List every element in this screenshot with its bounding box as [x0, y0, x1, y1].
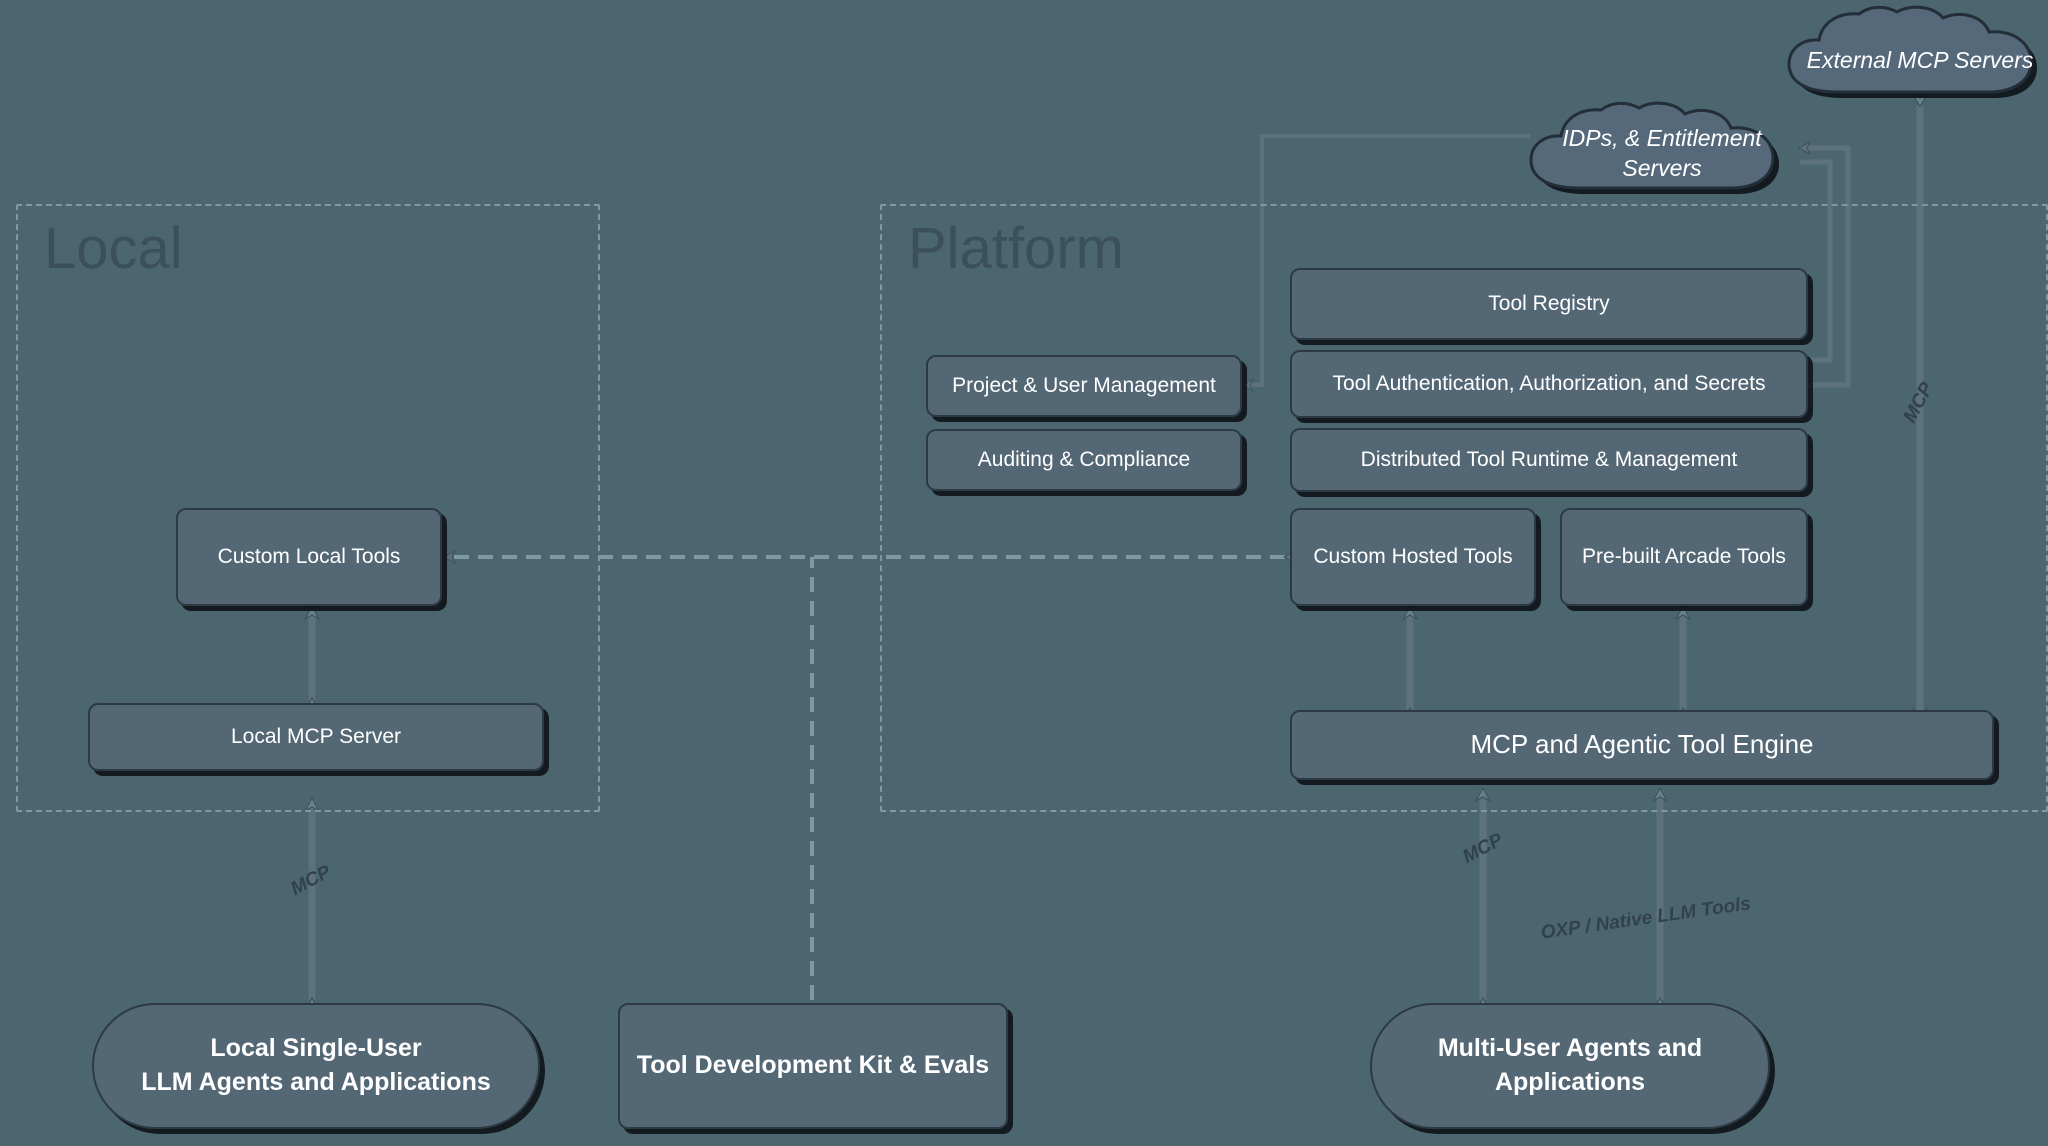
group-title-platform: Platform — [908, 216, 1124, 281]
node-tool-development-kit-evals[interactable]: Tool Development Kit & Evals — [618, 1003, 1008, 1129]
node-project-user-management[interactable]: Project & User Management — [926, 355, 1242, 417]
node-prebuilt-arcade-tools[interactable]: Pre-built Arcade Tools — [1560, 508, 1808, 606]
node-local-mcp-server[interactable]: Local MCP Server — [88, 703, 544, 771]
node-distributed-tool-runtime-management[interactable]: Distributed Tool Runtime & Management — [1290, 428, 1808, 492]
cloud-shape — [1529, 101, 1779, 194]
cloud-external-mcp-servers[interactable]: External MCP Servers — [1770, 4, 2048, 114]
edge-label-oxp-native-llm-tools: OXP / Native LLM Tools — [1539, 893, 1753, 944]
node-mcp-and-agentic-tool-engine[interactable]: MCP and Agentic Tool Engine — [1290, 710, 1994, 780]
group-title-local: Local — [44, 216, 183, 281]
group-frame-local — [16, 204, 600, 812]
cloud-idps-entitlement-servers[interactable]: IDPs, & Entitlement Servers — [1512, 100, 1812, 210]
node-multi-user-agents-line1: Multi-User Agents and — [1437, 1034, 1703, 1063]
node-tool-authentication-authorization-secrets[interactable]: Tool Authentication, Authorization, and … — [1290, 350, 1808, 418]
edge-label-local-mcp: MCP — [287, 861, 335, 900]
group-frame-platform — [880, 204, 2048, 812]
node-multi-user-agents-applications[interactable]: Multi-User Agents and Applications — [1370, 1003, 1770, 1129]
node-custom-local-tools[interactable]: Custom Local Tools — [176, 508, 442, 606]
node-tool-registry[interactable]: Tool Registry — [1290, 268, 1808, 340]
node-custom-hosted-tools[interactable]: Custom Hosted Tools — [1290, 508, 1536, 606]
edge-label-platform-mcp: MCP — [1459, 829, 1507, 868]
node-local-agents-line2: LLM Agents and Applications — [141, 1068, 491, 1096]
node-local-agents-line1: Local Single-User — [210, 1034, 422, 1063]
node-local-single-user-agents[interactable]: Local Single-User LLM Agents and Applica… — [92, 1003, 540, 1129]
node-multi-user-agents-line2: Applications — [1494, 1068, 1645, 1096]
cloud-shape — [1787, 5, 2037, 99]
node-auditing-compliance[interactable]: Auditing & Compliance — [926, 429, 1242, 491]
